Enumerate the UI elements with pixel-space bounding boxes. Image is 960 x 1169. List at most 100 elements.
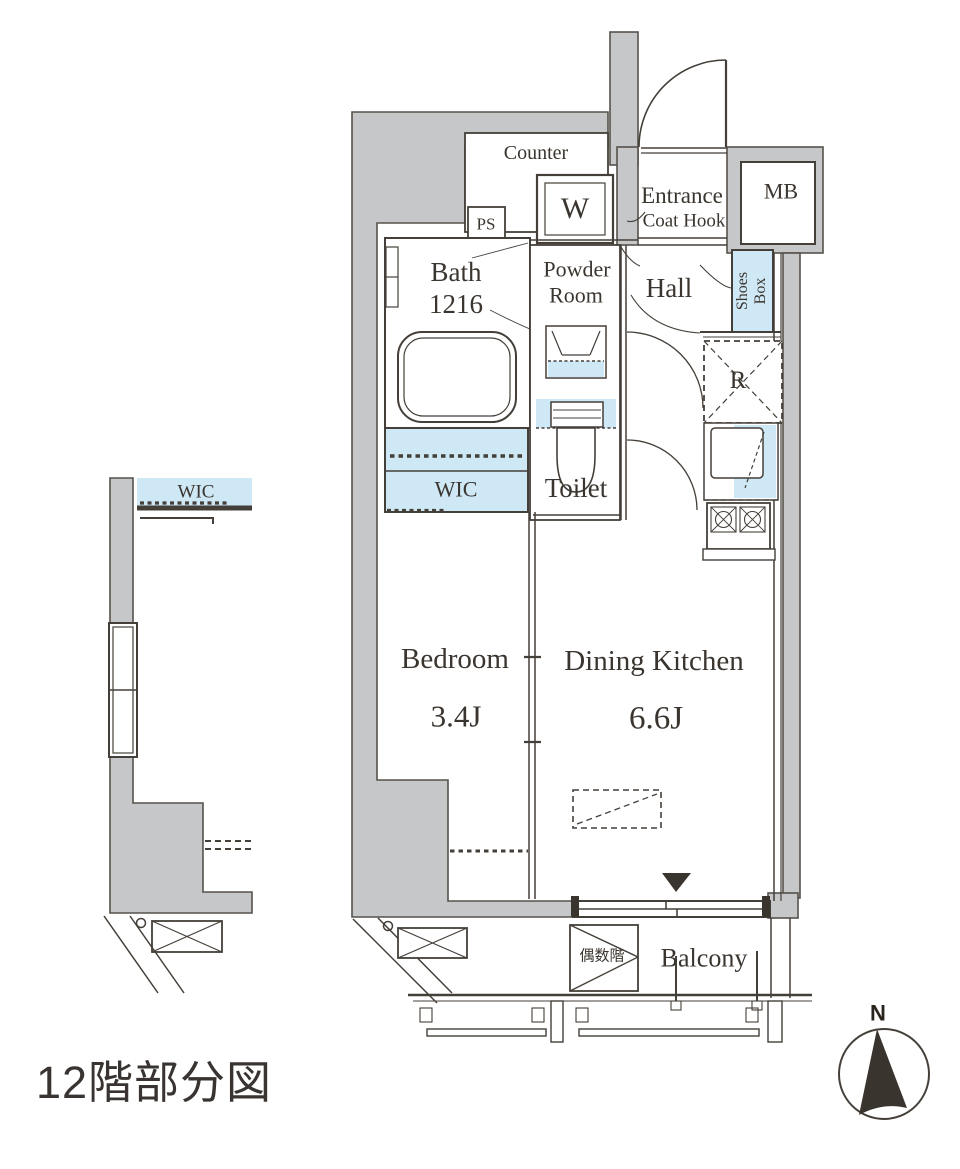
evacuation-hatch xyxy=(569,924,639,992)
entrance-group xyxy=(626,59,816,246)
bathtub-outer xyxy=(397,331,517,423)
mb-box xyxy=(740,161,816,245)
kitchen-group xyxy=(702,340,783,561)
rail-bracket-4 xyxy=(745,1007,759,1023)
fridge-diag-2 xyxy=(703,340,783,424)
vanity-persp-1 xyxy=(551,330,563,356)
top-pillar xyxy=(609,31,639,166)
refrigerator-label: R xyxy=(729,367,747,394)
left-ac-diag-2 xyxy=(151,920,223,953)
coat-hook-label: Coat Hook xyxy=(642,210,726,232)
compass-north-label: N xyxy=(870,1000,886,1026)
rail-post-1-foot xyxy=(670,1000,682,1011)
left-partial-plan xyxy=(103,477,253,994)
balcony-group xyxy=(352,896,812,1043)
bathtub-inner xyxy=(403,337,511,417)
hall-group xyxy=(620,245,781,520)
counter-label: Counter xyxy=(503,141,569,164)
sink-basin xyxy=(710,427,764,479)
entrance-label: Entrance xyxy=(641,183,723,209)
hall-entry-arc xyxy=(620,246,641,267)
rail-end-post xyxy=(767,1000,783,1043)
rail-bracket-1 xyxy=(419,1007,433,1023)
bath-size-label: 1216 xyxy=(429,288,483,319)
compass-needle xyxy=(859,1029,907,1115)
wic-area xyxy=(384,427,529,513)
burner-2 xyxy=(739,506,766,533)
burner-1-ring xyxy=(714,510,733,529)
compass xyxy=(838,1028,930,1120)
door-nub-left xyxy=(571,896,579,917)
hall-label: Hall xyxy=(645,272,693,303)
toilet-tank xyxy=(550,401,604,428)
rail-post-2-foot xyxy=(751,1000,763,1011)
hatch-diag-2 xyxy=(569,956,639,992)
left-plan-wall xyxy=(109,477,253,914)
shoes-line2: Box xyxy=(752,277,769,305)
dining-kitchen-size-label: 6.6J xyxy=(628,700,684,737)
powder-label-1: Powder xyxy=(543,256,611,282)
left-wic-area xyxy=(137,478,252,506)
powder-label-2: Room xyxy=(549,282,603,308)
powder-toilet-group xyxy=(529,239,638,521)
washer-box xyxy=(535,173,615,245)
balcony-edge-diag-1 xyxy=(352,918,438,1004)
stove-base xyxy=(702,548,776,561)
burner-1-d2 xyxy=(710,506,737,533)
burner-2-d2 xyxy=(739,506,766,533)
bath-group xyxy=(384,237,538,429)
left-plan-drain xyxy=(135,917,147,929)
burner-1 xyxy=(710,506,737,533)
bedroom-size-label: 3.4J xyxy=(430,698,482,734)
bath-door-mark-1 xyxy=(471,242,529,259)
hatch-diag-1 xyxy=(569,924,639,958)
balcony-right-cap xyxy=(767,892,799,919)
left-balcony-edge-1 xyxy=(103,915,159,994)
door-nub-right xyxy=(762,896,770,917)
vanity-counter xyxy=(548,361,604,377)
toilet-bowl xyxy=(556,427,596,493)
ps-box xyxy=(467,206,506,241)
burner-2-ring xyxy=(743,510,762,529)
balcony-label: Balcony xyxy=(660,943,748,973)
toilet-label: Toilet xyxy=(544,472,608,503)
entrance-left-wall xyxy=(616,146,639,246)
hall-door-arc xyxy=(630,294,701,334)
bath-label: Bath xyxy=(430,256,482,287)
evacuation-hatch-label: 偶数階 xyxy=(579,947,625,965)
dashed-furniture-diag xyxy=(576,793,658,825)
entrance-door-arc xyxy=(638,59,727,148)
dining-kitchen-label: Dining Kitchen xyxy=(564,644,744,677)
washer-box-inner xyxy=(544,182,606,236)
right-wall xyxy=(782,252,801,899)
rail-divider-post xyxy=(550,1000,564,1043)
bedroom-label: Bedroom xyxy=(401,642,509,675)
wic-label: WIC xyxy=(434,476,478,502)
rail-bracket-3 xyxy=(575,1007,589,1023)
rail-bracket-2 xyxy=(531,1007,545,1023)
compass-circle xyxy=(838,1028,930,1120)
shoes-line1: Shoes xyxy=(734,271,752,311)
sink-dashed-diag xyxy=(744,431,765,489)
ps-label: PS xyxy=(476,214,496,234)
service-boxes xyxy=(464,132,615,245)
coat-hook-leader xyxy=(626,211,646,223)
entry-triangle-marker xyxy=(662,873,691,892)
balcony-drain xyxy=(382,920,394,932)
rail-panel-1 xyxy=(426,1028,547,1037)
dk-items xyxy=(572,789,691,892)
fridge-diag-1 xyxy=(703,340,783,424)
left-wic-label: WIC xyxy=(177,481,215,503)
wic-group xyxy=(384,427,529,513)
dk-door-arc-1 xyxy=(626,331,704,409)
left-plan-step-line xyxy=(140,517,214,524)
rail-panel-2 xyxy=(578,1028,760,1037)
left-balcony-edge-2 xyxy=(129,915,185,994)
shoes-door-arc xyxy=(699,264,732,289)
washer-label: W xyxy=(560,192,590,226)
floor-caption: 12階部分図 xyxy=(36,1057,273,1108)
dk-door-arc-2 xyxy=(626,439,698,511)
